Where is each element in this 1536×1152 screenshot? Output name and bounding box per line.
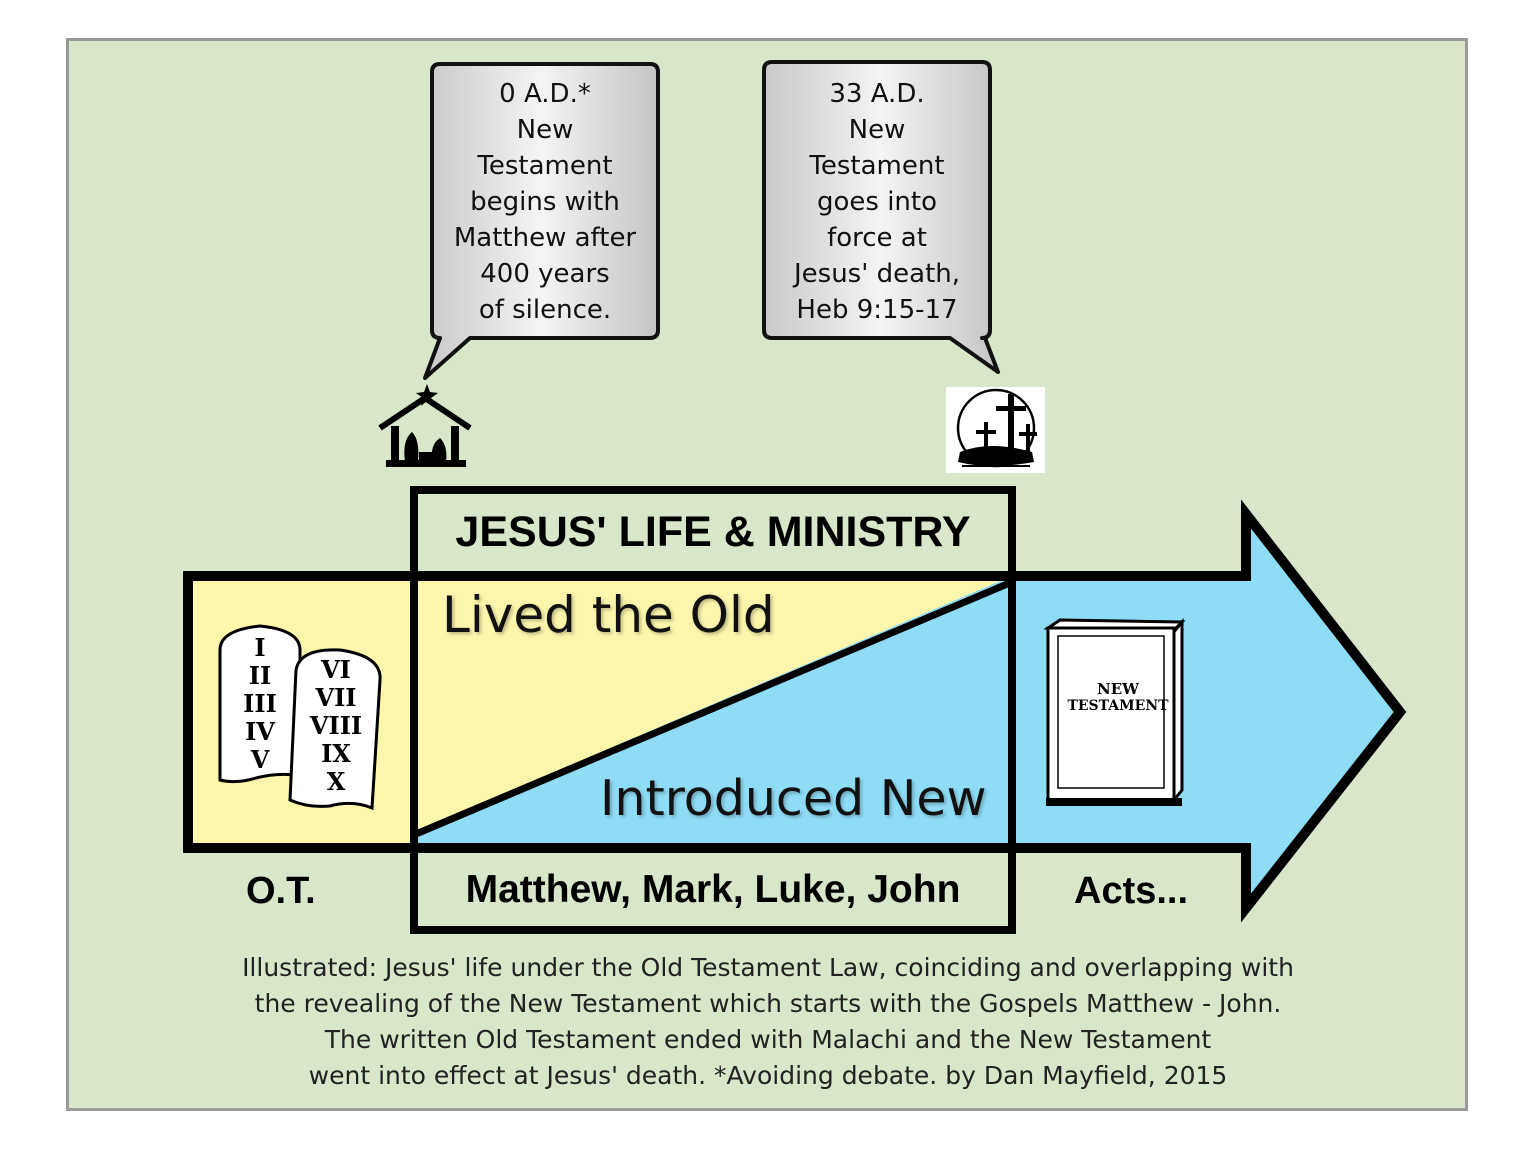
callout-death-line: goes into: [816, 187, 938, 217]
tablet-numeral: IX: [321, 739, 351, 768]
life-ministry-title: JESUS' LIFE & MINISTRY: [455, 508, 971, 556]
callout-birth-bubble: [423, 62, 660, 380]
callout-death-line: Heb 9:15-17: [796, 295, 958, 325]
callout-death-line: Jesus' death,: [793, 259, 961, 289]
crosses-icon: [946, 387, 1045, 473]
book-title-line1: NEW: [1097, 680, 1140, 698]
callout-death-line: Testament: [809, 151, 945, 181]
callout-birth-line: 0 A.D.*: [499, 79, 591, 109]
tablet-numeral: V: [250, 745, 270, 774]
callout-death-line: force at: [827, 223, 927, 253]
caption-line: The written Old Testament ended with Mal…: [324, 1025, 1212, 1054]
ot-label: O.T.: [246, 870, 316, 912]
transition-line: [414, 578, 1014, 838]
callout-death-bubble: [762, 60, 1000, 374]
tablet-numeral: IV: [245, 717, 275, 746]
book-title-line2: TESTAMENT: [1067, 698, 1169, 714]
gospels-label: Matthew, Mark, Luke, John: [465, 868, 961, 911]
tablet-numeral: I: [254, 633, 265, 662]
tablet-numeral: X: [327, 767, 346, 796]
caption-line: went into effect at Jesus' death. *Avoid…: [308, 1061, 1228, 1090]
tablet-numeral: VI: [320, 655, 351, 684]
callout-birth-line: Testament: [477, 151, 613, 181]
bible-icon: NEW TESTAMENT: [1043, 617, 1186, 806]
callout-birth-line: of silence.: [478, 295, 612, 325]
caption: Illustrated: Jesus' life under the Old T…: [180, 950, 1356, 1094]
acts-label: Acts...: [1074, 870, 1189, 912]
tablet-numeral: II: [249, 661, 271, 690]
callout-birth-line: 400 years: [480, 259, 610, 289]
jesus-life-box: [410, 486, 1016, 934]
callout-birth-line: New: [516, 115, 574, 145]
arrow-outline: [183, 499, 1407, 923]
tablet-numeral: VIII: [309, 711, 362, 740]
callout-birth-line: begins with: [470, 187, 620, 217]
acts-arrow-section: [1012, 514, 1400, 908]
nativity-icon: [378, 384, 472, 467]
callout-death-line: New: [848, 115, 906, 145]
tablet-numeral: VII: [314, 683, 356, 712]
callout-death-line: 33 A.D.: [829, 79, 925, 109]
tablet-numeral: III: [243, 689, 277, 718]
lived-old-label: Lived the Old: [442, 586, 775, 644]
caption-line: the revealing of the New Testament which…: [254, 989, 1282, 1018]
caption-line: Illustrated: Jesus' life under the Old T…: [242, 953, 1294, 982]
callout-birth-line: Matthew after: [453, 223, 637, 253]
introduced-new-label: Introduced New: [600, 770, 987, 827]
